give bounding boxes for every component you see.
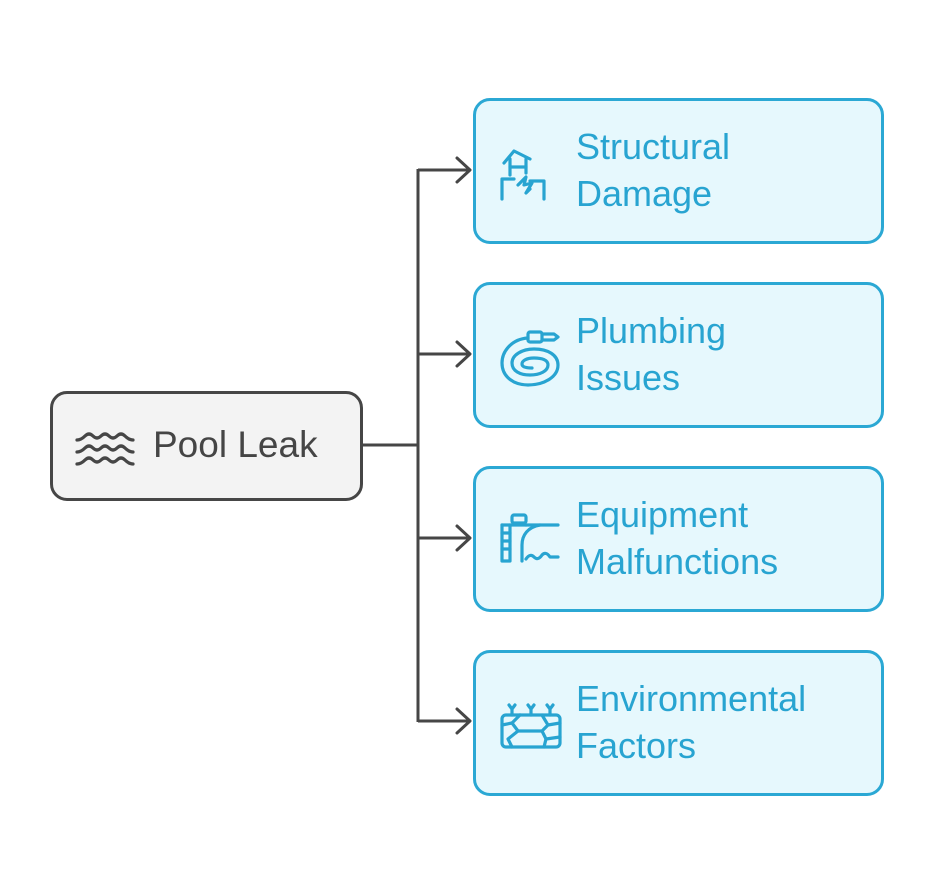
node-label: Equipment Malfunctions [576, 491, 778, 585]
cracked-ground-icon [500, 703, 562, 749]
node-label-line1: Environmental [576, 678, 807, 719]
branch-environmental-factors [418, 707, 472, 735]
node-label: Environmental Factors [576, 675, 806, 769]
node-label-line2: Damage [576, 173, 713, 214]
node-label-line2: Malfunctions [576, 541, 779, 582]
node-label-line1: Structural [576, 126, 731, 167]
coiled-hose-icon [500, 330, 560, 387]
node-label-line1: Equipment [576, 494, 749, 535]
node-label: Plumbing Issues [576, 307, 726, 401]
arrowhead-icon [455, 156, 472, 184]
node-plumbing-issues: Plumbing Issues [473, 282, 884, 428]
cracked-house-icon [500, 149, 546, 201]
branch-plumbing-issues [418, 340, 472, 368]
node-environmental-factors: Environmental Factors [473, 650, 884, 796]
node-label-line2: Issues [576, 357, 681, 398]
branch-structural-damage [418, 156, 472, 184]
branch-equipment-malfunctions [418, 524, 472, 552]
node-structural-damage: Structural Damage [473, 98, 884, 244]
root-label: Pool Leak [153, 424, 318, 465]
arrowhead-icon [455, 340, 472, 368]
arrowhead-icon [455, 524, 472, 552]
root-node-pool-leak: Pool Leak [50, 391, 363, 501]
pool-ladder-slide-icon [500, 513, 560, 563]
node-label: Structural Damage [576, 123, 730, 217]
water-waves-icon [75, 432, 135, 466]
node-equipment-malfunctions: Equipment Malfunctions [473, 466, 884, 612]
arrowhead-icon [455, 707, 472, 735]
node-label-line1: Plumbing [576, 310, 727, 351]
node-label-line2: Factors [576, 725, 697, 766]
